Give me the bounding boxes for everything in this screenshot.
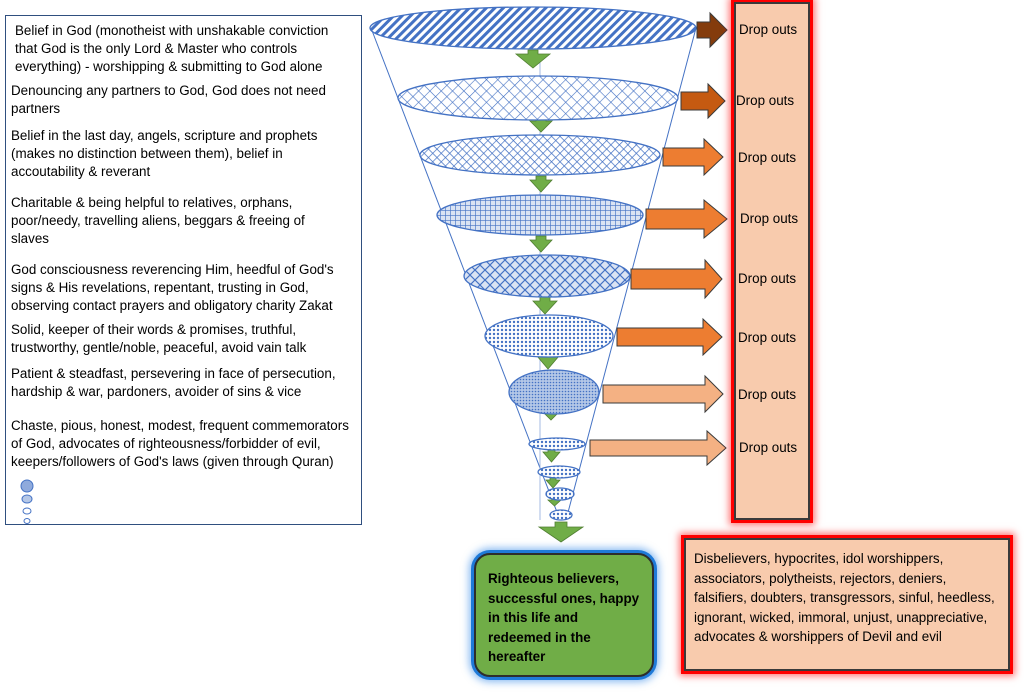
down-arrow <box>529 175 553 193</box>
quality-text: Denouncing any partners to God, God does… <box>11 83 326 116</box>
dropout-arrow <box>696 11 728 49</box>
disbelievers-box: Disbelievers, hypocrites, idol worshippe… <box>684 538 1010 671</box>
level-8-ellipse <box>528 437 586 451</box>
dropout-arrow <box>662 137 724 177</box>
down-arrow <box>532 296 558 315</box>
level-1-ellipse <box>369 6 697 50</box>
down-arrow <box>514 49 552 69</box>
level-5-ellipse <box>463 254 631 298</box>
level-10-ellipse <box>545 487 575 501</box>
level-4-ellipse <box>436 194 644 236</box>
down-arrow <box>545 476 561 489</box>
quality-text: Charitable & being helpful to relatives,… <box>11 195 305 246</box>
righteous-believers-box: Righteous believers, successful ones, ha… <box>474 553 654 677</box>
quality-text: Solid, keeper of their words & promises,… <box>11 322 307 355</box>
dropout-label: Drop outs <box>739 22 798 37</box>
dropout-arrow <box>589 429 727 467</box>
dropout-label: Drop outs <box>738 387 797 402</box>
down-arrow <box>542 448 561 463</box>
dropout-arrow <box>680 82 726 120</box>
dropout-label: Drop outs <box>738 271 797 286</box>
dropout-label: Drop outs <box>739 440 798 455</box>
quality-text: Chaste, pious, honest, modest, frequent … <box>11 418 349 469</box>
dropout-panel <box>734 2 810 520</box>
dropout-label: Drop outs <box>738 150 797 165</box>
quality-text: Belief in the last day, angels, scriptur… <box>11 128 318 179</box>
quality-text: God consciousness reverencing Him, heedf… <box>11 262 334 313</box>
level-11-ellipse <box>549 509 573 521</box>
level-6-ellipse <box>484 314 614 358</box>
dropout-arrow <box>616 317 723 357</box>
quality-text: Belief in God (monotheist with unshakabl… <box>15 23 329 74</box>
level-2-ellipse <box>397 75 679 121</box>
qualities-box: Belief in God (monotheist with unshakabl… <box>5 15 362 525</box>
dropout-label: Drop outs <box>740 211 799 226</box>
dropout-label: Drop outs <box>736 93 795 108</box>
level-3-ellipse <box>419 134 661 176</box>
dropout-label: Drop outs <box>738 330 797 345</box>
down-arrow <box>529 235 553 253</box>
dropout-arrow <box>602 374 724 414</box>
dropout-arrow <box>645 198 728 240</box>
quality-text: Patient & steadfast, persevering in face… <box>11 366 336 399</box>
level-7-ellipse <box>508 369 600 415</box>
dropout-arrow <box>630 258 723 300</box>
level-9-ellipse <box>537 465 581 479</box>
down-arrow <box>537 521 585 543</box>
small-ellipses-icon <box>20 479 34 524</box>
